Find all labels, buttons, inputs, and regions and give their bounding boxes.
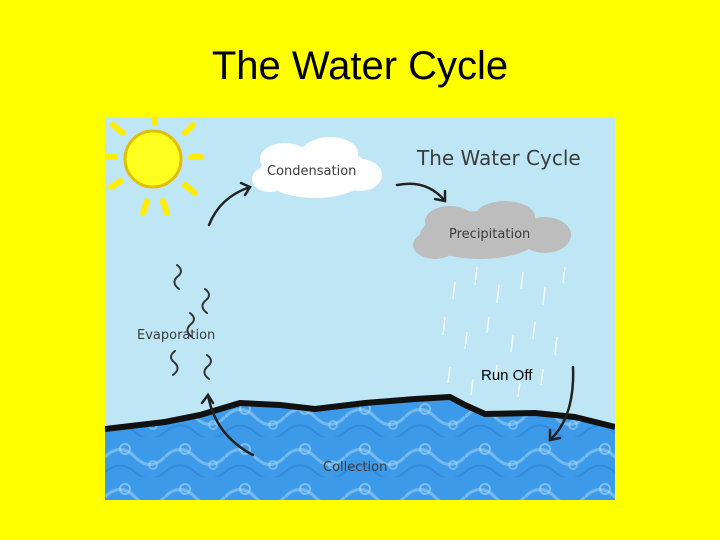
condensation-cloud: [252, 137, 382, 198]
diagram-heading: The Water Cycle: [416, 146, 581, 170]
arrowhead-icon: [239, 181, 252, 197]
cycle-arrows: [200, 181, 575, 457]
rain-drops: [442, 266, 566, 398]
collection-label: Collection: [323, 460, 387, 475]
diagram-canvas: The Water Cycle Condensation Precipitati…: [105, 117, 615, 500]
water-cycle-diagram: The Water Cycle Condensation Precipitati…: [105, 117, 615, 500]
arrowhead-icon: [433, 189, 447, 203]
precipitation-cloud: [413, 201, 571, 259]
precipitation-label: Precipitation: [449, 227, 530, 242]
runoff-arrow: [548, 365, 575, 442]
shoreline: [105, 394, 615, 432]
evaporation-to-condensation-arrow: [207, 185, 252, 227]
collection-to-evaporation-arrow: [206, 393, 255, 457]
arrowhead-icon: [200, 392, 215, 405]
water-body: [105, 397, 615, 500]
condensation-label: Condensation: [267, 164, 356, 179]
run-off-label: Run Off: [481, 367, 533, 384]
evaporation-squiggles: [170, 264, 212, 380]
sun-icon: [105, 117, 204, 216]
condensation-to-precipitation-arrow: [395, 182, 447, 203]
evaporation-label: Evaporation: [137, 328, 215, 343]
slide-title: The Water Cycle: [211, 44, 509, 88]
arrowhead-icon: [548, 428, 562, 442]
